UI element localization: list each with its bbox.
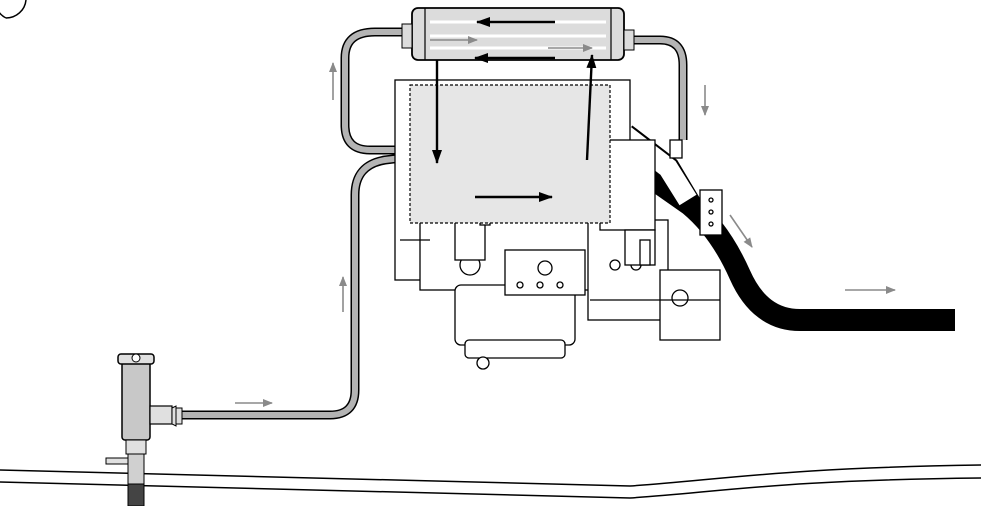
cooler-return-hose xyxy=(625,35,688,140)
exhaust-flow-arrow-1 xyxy=(729,214,753,248)
engine-coolant-panel xyxy=(409,84,611,224)
cooler-supply-hose xyxy=(340,27,412,155)
raw-water-arrows xyxy=(235,36,896,407)
hull-waterline xyxy=(0,464,981,499)
block-up-flow-arrow xyxy=(585,54,597,161)
coolant-arrows xyxy=(432,17,597,202)
heat-exchanger xyxy=(401,7,635,61)
sea-strainer xyxy=(105,353,183,506)
intake-hose xyxy=(150,152,411,420)
step-badge-circle-left xyxy=(0,12,7,19)
step-badge-circle xyxy=(5,0,27,19)
